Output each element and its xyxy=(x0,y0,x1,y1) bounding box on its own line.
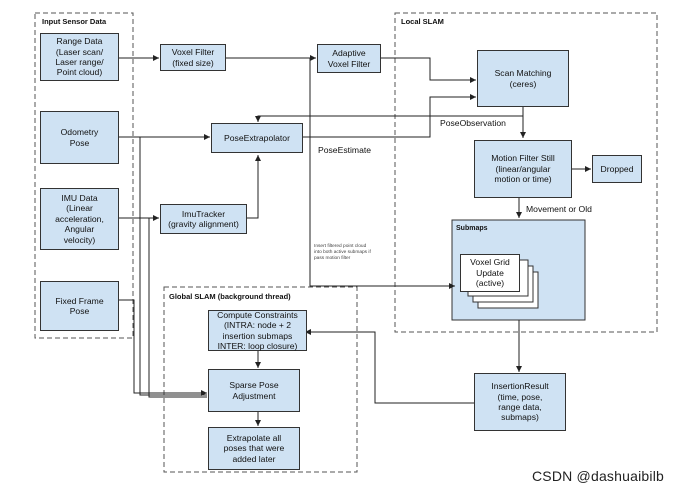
submaps-label: Submaps xyxy=(456,225,488,232)
edge-odometry-to-spa xyxy=(139,137,207,396)
local-slam-group-frame xyxy=(394,12,658,333)
imu-tracker-node: ImuTracker (gravity alignment) xyxy=(160,204,247,234)
extrapolate-all-node: Extrapolate all poses that were added la… xyxy=(208,427,300,470)
odometry-node: Odometry Pose xyxy=(40,111,119,164)
adaptive-voxel-filter-node: Adaptive Voxel Filter xyxy=(317,44,381,73)
voxel-filter-node: Voxel Filter (fixed size) xyxy=(160,44,226,71)
edge-insertion-to-constraints xyxy=(305,329,474,404)
range-data-node: Range Data (Laser scan/ Laser range/ Poi… xyxy=(40,33,119,81)
edge-voxel-to-voxelgrid xyxy=(309,58,455,289)
dropped-node: Dropped xyxy=(592,155,642,183)
edge-fixedframe-to-spa xyxy=(119,299,207,396)
edge-tracker-to-extrapolator xyxy=(247,155,261,219)
scan-matching-node: Scan Matching (ceres) xyxy=(477,50,569,107)
global-slam-group-label: Global SLAM (background thread) xyxy=(169,292,291,301)
pose-observation-label: PoseObservation xyxy=(440,118,506,128)
local-slam-group-label: Local SLAM xyxy=(401,17,444,26)
imu-data-node: IMU Data (Linear acceleration, Angular v… xyxy=(40,188,119,250)
pose-extrapolator-node: PoseExtrapolator xyxy=(211,123,303,153)
edge-imu-to-spa xyxy=(148,218,207,398)
sparse-pose-adjustment-node: Sparse Pose Adjustment xyxy=(208,369,300,412)
global-slam-group-frame xyxy=(163,286,358,473)
compute-constraints-node: Compute Constraints (INTRA: node + 2 ins… xyxy=(208,310,307,351)
insertion-result-node: InsertionResult (time, pose, range data,… xyxy=(474,373,566,431)
motion-filter-node: Motion Filter Still (linear/angular moti… xyxy=(474,140,572,198)
input-sensor-group-label: Input Sensor Data xyxy=(42,17,107,26)
voxel-grid-node: Voxel Grid Update (active) xyxy=(460,254,520,292)
input-sensor-group-frame xyxy=(34,12,134,339)
fixed-frame-node: Fixed Frame Pose xyxy=(40,281,119,331)
edge-pose-estimate xyxy=(303,94,476,138)
pose-estimate-label: PoseEstimate xyxy=(318,145,372,155)
edge-pose-observation xyxy=(255,107,524,122)
movement-or-old-label: Movement or Old xyxy=(526,204,592,214)
watermark: CSDN @dashuaibilb xyxy=(531,468,664,484)
edge-adaptive-to-scanmatching xyxy=(381,57,476,83)
insert-note-label: Insert filtered point cloud into both ac… xyxy=(314,244,371,261)
